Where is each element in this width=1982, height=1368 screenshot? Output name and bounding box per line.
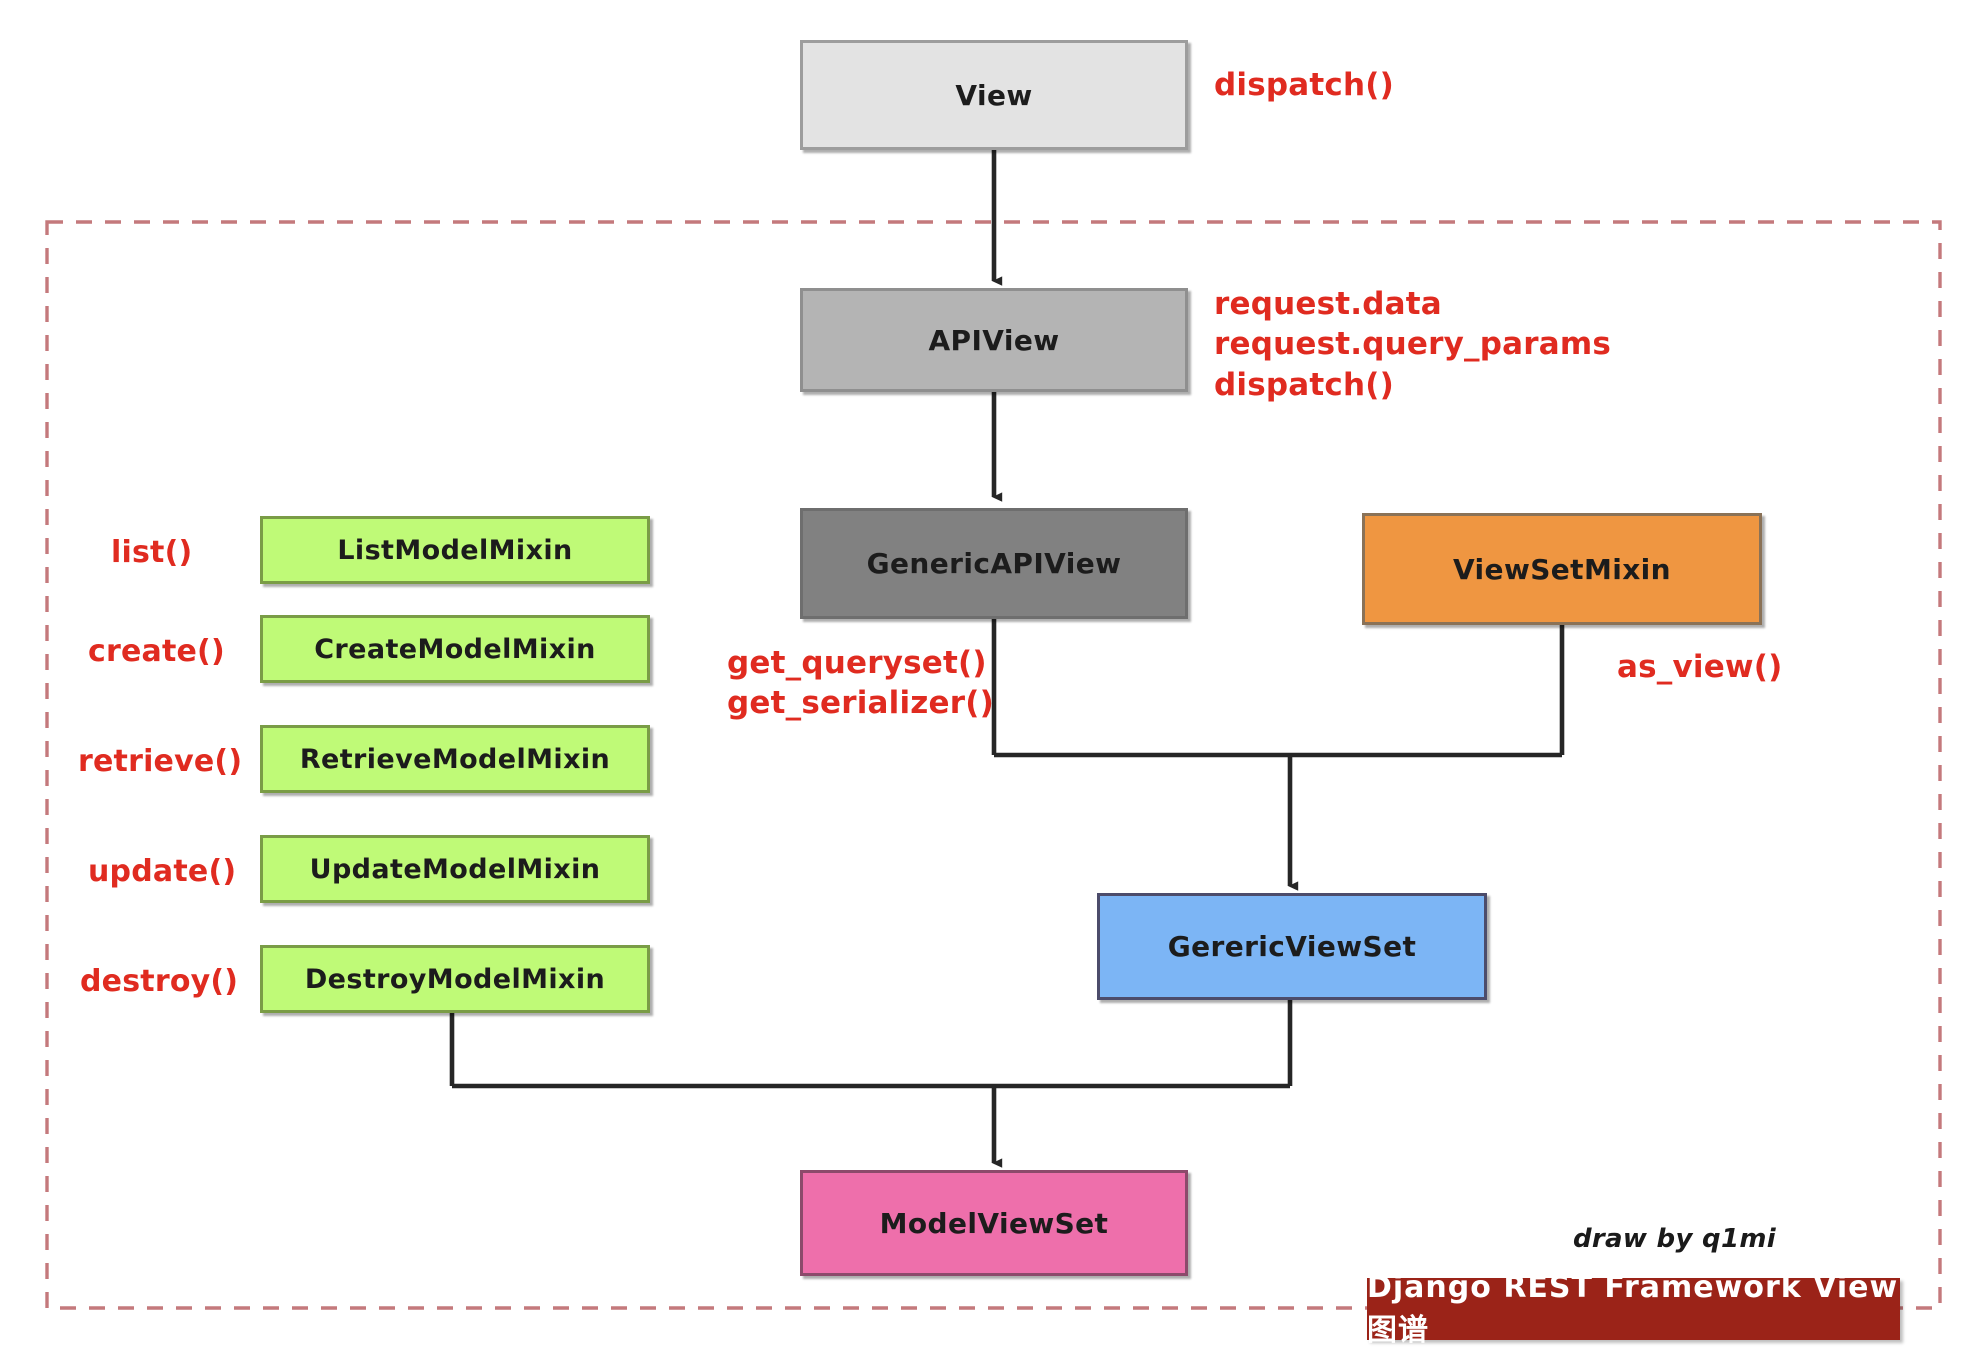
annotation-create-method: create() xyxy=(88,634,225,669)
annotation-list-method: list() xyxy=(111,535,193,570)
node-view[interactable]: View xyxy=(800,40,1188,150)
annotation-viewset-mixin-methods: as_view() xyxy=(1617,649,1783,685)
node-retrieve-model-mixin-label: RetrieveModelMixin xyxy=(299,743,611,775)
node-list-model-mixin[interactable]: ListModelMixin xyxy=(260,516,650,584)
node-destroy-model-mixin[interactable]: DestroyModelMixin xyxy=(260,945,650,1013)
node-apiview-label: APIView xyxy=(928,323,1060,357)
annotation-generic-apiview-methods: get_queryset() get_serializer() xyxy=(727,645,994,722)
title-banner-label: Django REST Framework View 图谱 xyxy=(1367,1269,1899,1348)
node-create-model-mixin[interactable]: CreateModelMixin xyxy=(260,615,650,683)
annotation-apiview-methods: request.data request.query_params dispat… xyxy=(1214,286,1611,403)
credit-label: draw by q1mi xyxy=(1573,1224,1776,1254)
node-model-viewset-label: ModelViewSet xyxy=(879,1206,1109,1240)
node-generic-viewset-label: GerericViewSet xyxy=(1167,930,1417,963)
annotation-update-method: update() xyxy=(88,854,237,889)
annotation-destroy-method: destroy() xyxy=(80,964,239,999)
node-create-model-mixin-label: CreateModelMixin xyxy=(314,633,596,665)
group-dashed-region xyxy=(45,220,1942,1310)
node-viewset-mixin[interactable]: ViewSetMixin xyxy=(1362,513,1762,625)
node-view-label: View xyxy=(955,78,1033,112)
node-generic-apiview-label: GenericAPIView xyxy=(866,547,1122,580)
node-apiview[interactable]: APIView xyxy=(800,288,1188,392)
annotation-retrieve-method: retrieve() xyxy=(78,744,243,779)
annotation-view-methods: dispatch() xyxy=(1214,67,1394,103)
node-update-model-mixin-label: UpdateModelMixin xyxy=(309,853,601,885)
node-retrieve-model-mixin[interactable]: RetrieveModelMixin xyxy=(260,725,650,793)
node-list-model-mixin-label: ListModelMixin xyxy=(337,534,573,566)
node-destroy-model-mixin-label: DestroyModelMixin xyxy=(304,963,606,995)
node-update-model-mixin[interactable]: UpdateModelMixin xyxy=(260,835,650,903)
node-generic-viewset[interactable]: GerericViewSet xyxy=(1097,893,1487,1000)
node-generic-apiview[interactable]: GenericAPIView xyxy=(800,508,1188,619)
title-banner: Django REST Framework View 图谱 xyxy=(1367,1270,1900,1348)
node-viewset-mixin-label: ViewSetMixin xyxy=(1452,552,1672,586)
node-model-viewset[interactable]: ModelViewSet xyxy=(800,1170,1188,1276)
